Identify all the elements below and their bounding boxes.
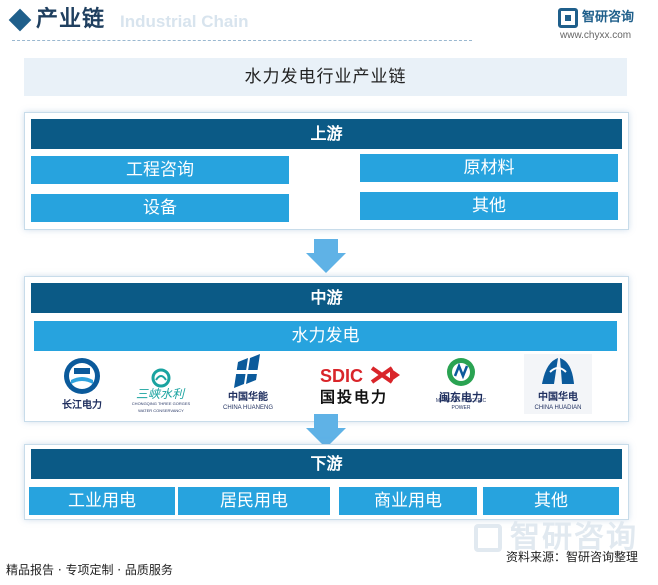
company-sub: CHINA HUADIAN — [534, 405, 582, 411]
china-huaneng-icon — [234, 354, 260, 388]
page-header: Industrial Chain 产业链 智研咨询 www.chyxx.com — [0, 0, 658, 44]
down-arrow-icon — [306, 239, 346, 273]
upstream-item: 设备 — [31, 194, 289, 222]
company-sub: MINDONG ELECTRIC POWER — [435, 398, 487, 411]
upstream-header: 上游 — [31, 119, 622, 149]
company-logo-china-huadian: 中国华电 CHINA HUADIAN — [524, 354, 592, 414]
brand-name: 智研咨询 — [582, 10, 635, 25]
header-subtitle-en: Industrial Chain — [120, 12, 249, 31]
mindong-power-icon — [447, 358, 475, 386]
svg-text:三峡水利: 三峡水利 — [136, 387, 186, 400]
brand-logo: 智研咨询 www.chyxx.com — [558, 8, 648, 42]
company-logo-three-gorges-water: 三峡水利 CHONGQING THREE GORGES WATER CONSER… — [130, 354, 192, 414]
source-note: 资料来源：智研咨询整理 — [506, 550, 639, 564]
upstream-item: 原材料 — [360, 154, 618, 182]
midstream-header: 中游 — [31, 283, 622, 313]
header-divider — [12, 40, 472, 41]
company-logo-china-huaneng: 中国华能 CHINA HUANENG — [214, 354, 282, 414]
down-arrow-icon — [306, 414, 346, 448]
downstream-header: 下游 — [31, 449, 622, 479]
upstream-item: 其他 — [360, 192, 618, 220]
company-logo-yangtze-power: 长江电力 — [52, 354, 112, 414]
footer-watermark: 智研咨询 — [510, 520, 638, 555]
company-logo-sdic-power: SDIC 国投电力 — [316, 354, 406, 414]
company-name: 长江电力 — [62, 400, 102, 411]
yangtze-power-icon — [64, 358, 100, 394]
sdic-wordmark: SDIC — [320, 366, 364, 386]
company-logo-mindong-power: 闽东电力 MINDONG ELECTRIC POWER — [426, 354, 496, 414]
footer-tagline: 精品报告 · 专项定制 · 品质服务 — [6, 563, 173, 577]
sdic-mark-icon — [370, 366, 400, 384]
company-name: 闽东电力 — [439, 391, 483, 404]
three-gorges-water-icon: 三峡水利 — [136, 368, 186, 401]
upstream-item: 工程咨询 — [31, 156, 289, 184]
company-sub: CHONGQING THREE GORGES WATER CONSERVANCY — [131, 401, 191, 413]
downstream-item: 商业用电 — [339, 487, 477, 515]
diagram-title: 水力发电行业产业链 — [24, 58, 627, 96]
company-name: 中国华电 — [538, 392, 578, 403]
midstream-section: 中游 水力发电 — [24, 276, 629, 422]
downstream-item: 居民用电 — [178, 487, 330, 515]
brand-url: www.chyxx.com — [560, 30, 632, 41]
china-huadian-icon — [542, 358, 574, 384]
company-sub: 国投电力 — [320, 388, 389, 406]
brand-mark-icon — [558, 8, 578, 28]
upstream-section: 上游 工程咨询 原材料 设备 其他 — [24, 112, 629, 230]
diamond-icon — [8, 8, 32, 32]
page-title: 产业链 — [36, 7, 106, 32]
company-sub: CHINA HUANENG — [222, 405, 273, 411]
downstream-item: 工业用电 — [29, 487, 175, 515]
downstream-item: 其他 — [483, 487, 619, 515]
downstream-section: 下游 工业用电 居民用电 商业用电 其他 — [24, 444, 629, 520]
midstream-item: 水力发电 — [34, 321, 617, 351]
company-name: 中国华能 — [228, 392, 268, 403]
watermark-logo-icon — [474, 524, 502, 552]
